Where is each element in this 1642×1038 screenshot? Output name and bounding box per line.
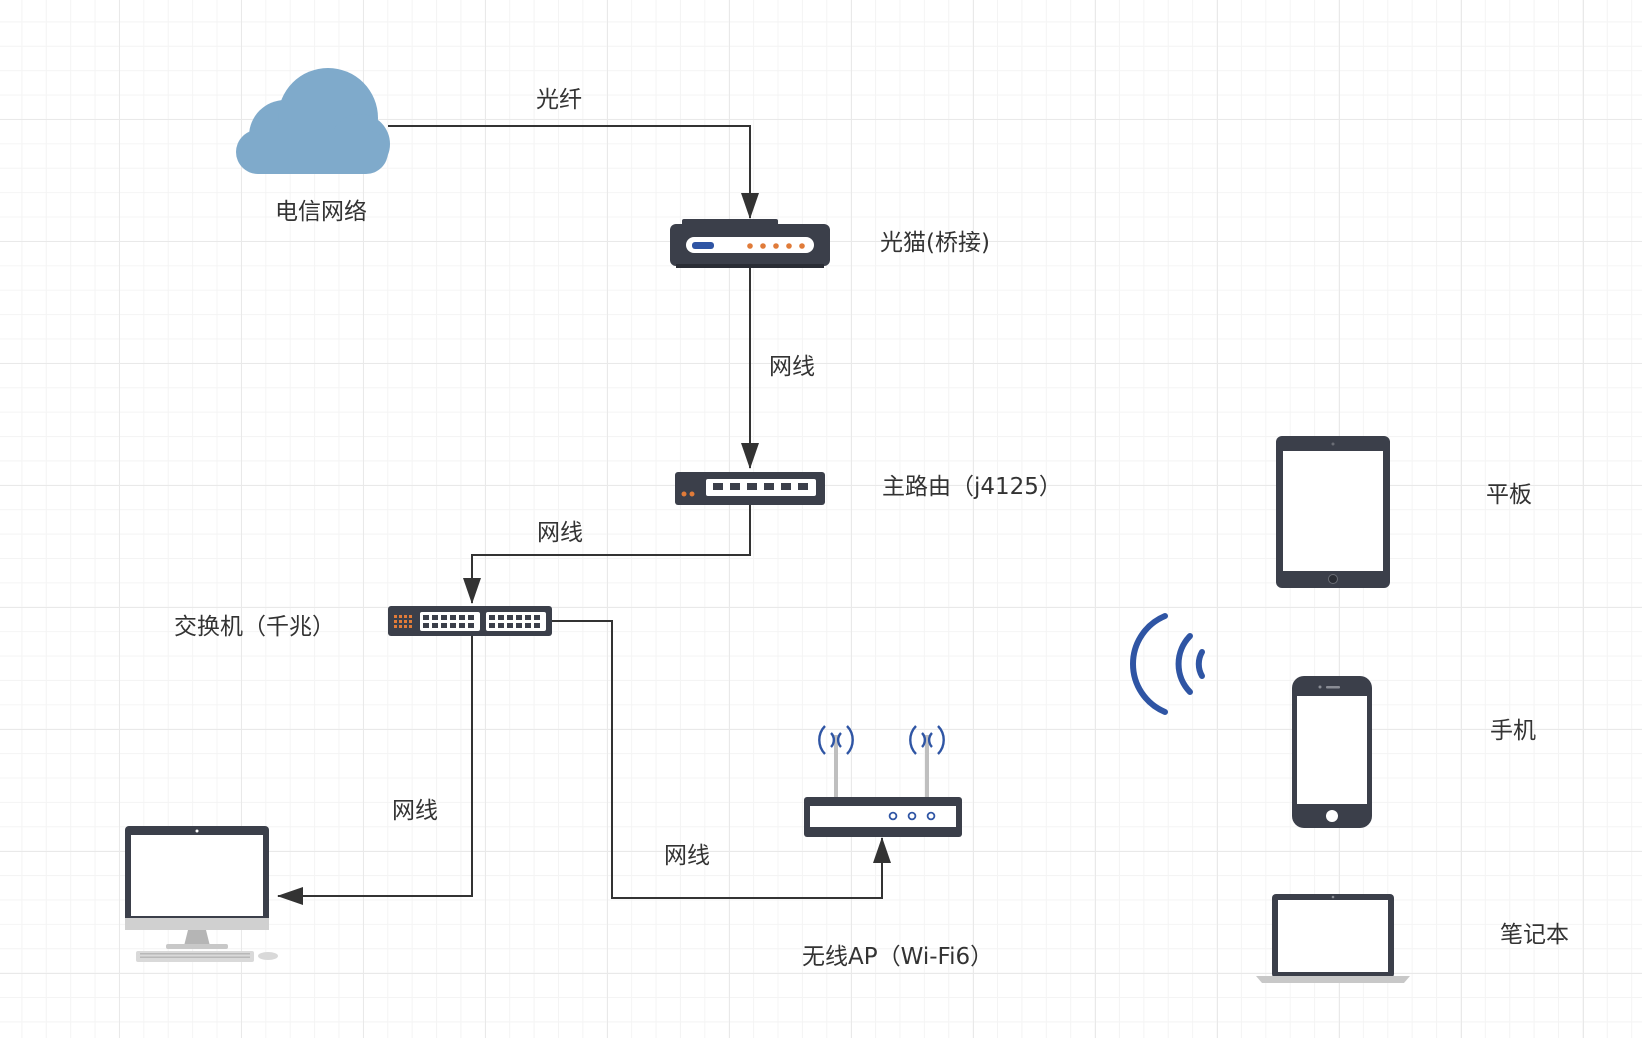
router-label: 主路由（j4125） — [882, 474, 1062, 500]
ap-label: 无线AP（Wi-Fi6） — [802, 944, 994, 970]
laptop-icon[interactable] — [1256, 894, 1410, 983]
edge-label-fiber: 光纤 — [536, 87, 582, 113]
cloud-label: 电信网络 — [275, 199, 367, 225]
edge-label-switch-desktop: 网线 — [392, 798, 438, 824]
edge-cloud-modem[interactable] — [388, 125, 759, 219]
edge-switch-desktop[interactable] — [277, 636, 473, 905]
edge-label-switch-ap: 网线 — [664, 843, 710, 869]
phone-label: 手机 — [1490, 718, 1536, 744]
wifi-signal-icon — [818, 725, 945, 755]
tablet-icon[interactable] — [1276, 436, 1390, 588]
switch-label: 交换机（千兆） — [174, 614, 335, 640]
modem-icon[interactable] — [670, 219, 830, 268]
edge-router-switch[interactable] — [463, 505, 751, 604]
cloud-icon[interactable] — [236, 68, 390, 174]
tablet-label: 平板 — [1486, 482, 1532, 508]
phone-icon[interactable] — [1292, 676, 1372, 828]
laptop-label: 笔记本 — [1500, 922, 1569, 948]
desktop-computer-icon[interactable] — [125, 826, 278, 962]
edge-label-router-switch: 网线 — [537, 520, 583, 546]
modem-label: 光猫(桥接) — [880, 230, 990, 256]
router-icon[interactable] — [675, 472, 825, 505]
wifi-broadcast-icon — [1130, 613, 1205, 715]
connectors — [277, 125, 891, 905]
edge-label-modem-router: 网线 — [769, 354, 815, 380]
wireless-ap-icon[interactable] — [804, 725, 962, 837]
edge-switch-ap[interactable] — [552, 620, 891, 899]
switch-icon[interactable] — [388, 606, 552, 636]
